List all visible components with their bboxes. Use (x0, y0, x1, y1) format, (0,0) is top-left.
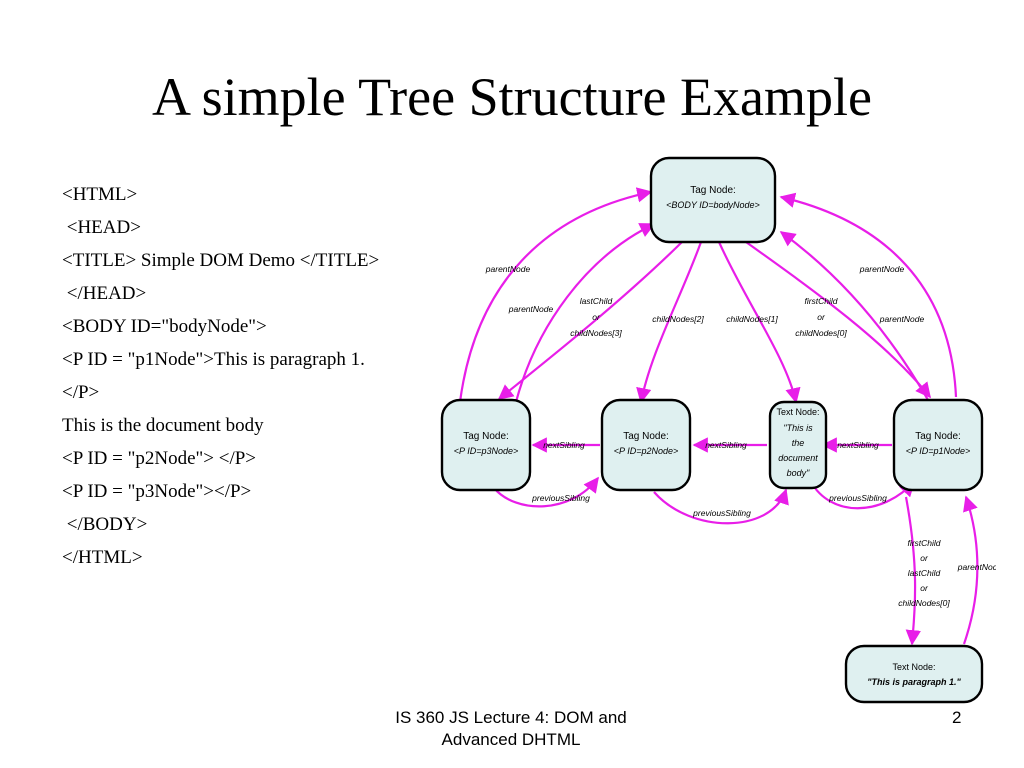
code-line: </HTML> (62, 547, 143, 568)
code-line: <HEAD> (62, 217, 141, 238)
label-parent-right-outer: parentNode (859, 264, 905, 274)
label-previous-sibling-1: previousSibling (531, 493, 590, 503)
label-next-sibling-2: nextSibling (705, 440, 747, 450)
edge-previous-sibling-3 (810, 480, 916, 510)
label-parent-left-outer: parentNode (485, 264, 531, 274)
label-child-nodes-2: childNodes[2] (652, 314, 704, 324)
label-p1-child-3: lastChild (908, 568, 941, 578)
node-p3-line-1: Tag Node: (463, 431, 509, 442)
node-text-body-line-4: document (778, 453, 818, 463)
code-line: </HEAD> (62, 283, 147, 304)
label-p1-child-2: or (920, 553, 929, 563)
node-text-body: Text Node: "This is the document body" (768, 400, 828, 490)
code-line: <TITLE> Simple DOM Demo </TITLE> (62, 250, 380, 271)
node-p3: Tag Node: <P ID=p3Node> (440, 398, 532, 492)
node-p2: Tag Node: <P ID=p2Node> (600, 398, 692, 492)
page-number: 2 (952, 708, 962, 727)
code-line: <P ID = "p3Node"></P> (62, 481, 252, 502)
label-child-nodes-1: childNodes[1] (726, 314, 778, 324)
label-first-child-3: childNodes[0] (795, 328, 847, 338)
node-body-line-2: <BODY ID=bodyNode> (666, 200, 760, 210)
edge-p1-parent (962, 495, 979, 645)
code-line: <BODY ID="bodyNode"> (62, 316, 267, 337)
edge-parent-left-outer (458, 187, 653, 403)
label-p1-child-5: childNodes[0] (898, 598, 950, 608)
node-p1: Tag Node: <P ID=p1Node> (892, 398, 984, 492)
node-text-p1-line-2: "This is paragraph 1." (867, 677, 961, 687)
label-previous-sibling-3: previousSibling (828, 493, 887, 503)
edge-previous-sibling-2 (653, 488, 789, 525)
node-p2-line-2: <P ID=p2Node> (614, 446, 678, 456)
node-text-body-line-3: the (792, 438, 805, 448)
node-text-body-line-1: Text Node: (776, 407, 819, 417)
node-text-body-line-2: "This is (783, 423, 813, 433)
node-p2-line-1: Tag Node: (623, 431, 669, 442)
label-previous-sibling-2: previousSibling (692, 508, 751, 518)
node-text-p1-line-1: Text Node: (892, 662, 935, 672)
label-parent-left-inner: parentNode (508, 304, 554, 314)
label-p1-child-1: firstChild (907, 538, 940, 548)
edge-child-nodes-2 (636, 241, 703, 404)
label-p1-parent: parentNode (957, 562, 996, 572)
footer-line-2: Advanced DHTML (441, 730, 581, 749)
label-next-sibling-3: nextSibling (837, 440, 879, 450)
node-p1-line-1: Tag Node: (915, 431, 961, 442)
footer-line-1: IS 360 JS Lecture 4: DOM and (395, 708, 627, 727)
node-text-body-line-5: body" (787, 468, 811, 478)
code-line: </P> (62, 382, 100, 403)
edge-parent-right-inner (779, 231, 929, 401)
code-line: <HTML> (62, 184, 138, 205)
footer-text: IS 360 JS Lecture 4: DOM and Advanced DH… (330, 707, 692, 751)
dom-tree-diagram: Tag Node: <BODY ID=bodyNode> Tag Node: <… (436, 152, 996, 706)
label-parent-right-inner: parentNode (879, 314, 925, 324)
label-next-sibling-1: nextSibling (543, 440, 585, 450)
edge-previous-sibling-1 (493, 476, 599, 508)
edge-first-child (745, 241, 931, 399)
node-body: Tag Node: <BODY ID=bodyNode> (649, 156, 777, 244)
code-line: </BODY> (62, 514, 148, 535)
node-text-p1: Text Node: "This is paragraph 1." (844, 644, 984, 704)
label-last-child-1: lastChild (580, 296, 613, 306)
node-body-line-1: Tag Node: (690, 185, 736, 196)
label-p1-child-4: or (920, 583, 929, 593)
code-line: <P ID = "p1Node">This is paragraph 1. (62, 349, 365, 370)
html-code-listing: <HTML> <HEAD> <TITLE> Simple DOM Demo </… (62, 183, 379, 579)
edge-parent-left-inner (514, 223, 656, 403)
code-line: <P ID = "p2Node"> </P> (62, 448, 256, 469)
edge-child-nodes-1 (717, 241, 801, 404)
code-line: This is the document body (62, 415, 264, 436)
label-last-child-3: childNodes[3] (570, 328, 622, 338)
node-p1-line-2: <P ID=p1Node> (906, 446, 970, 456)
edge-last-child (497, 241, 683, 400)
edge-p1-child (904, 496, 921, 646)
label-first-child-2: or (817, 312, 826, 322)
node-p3-line-2: <P ID=p3Node> (454, 446, 518, 456)
slide-title: A simple Tree Structure Example (152, 67, 872, 127)
label-first-child-1: firstChild (804, 296, 837, 306)
edge-parent-right-outer (779, 192, 958, 398)
label-last-child-2: or (592, 312, 601, 322)
